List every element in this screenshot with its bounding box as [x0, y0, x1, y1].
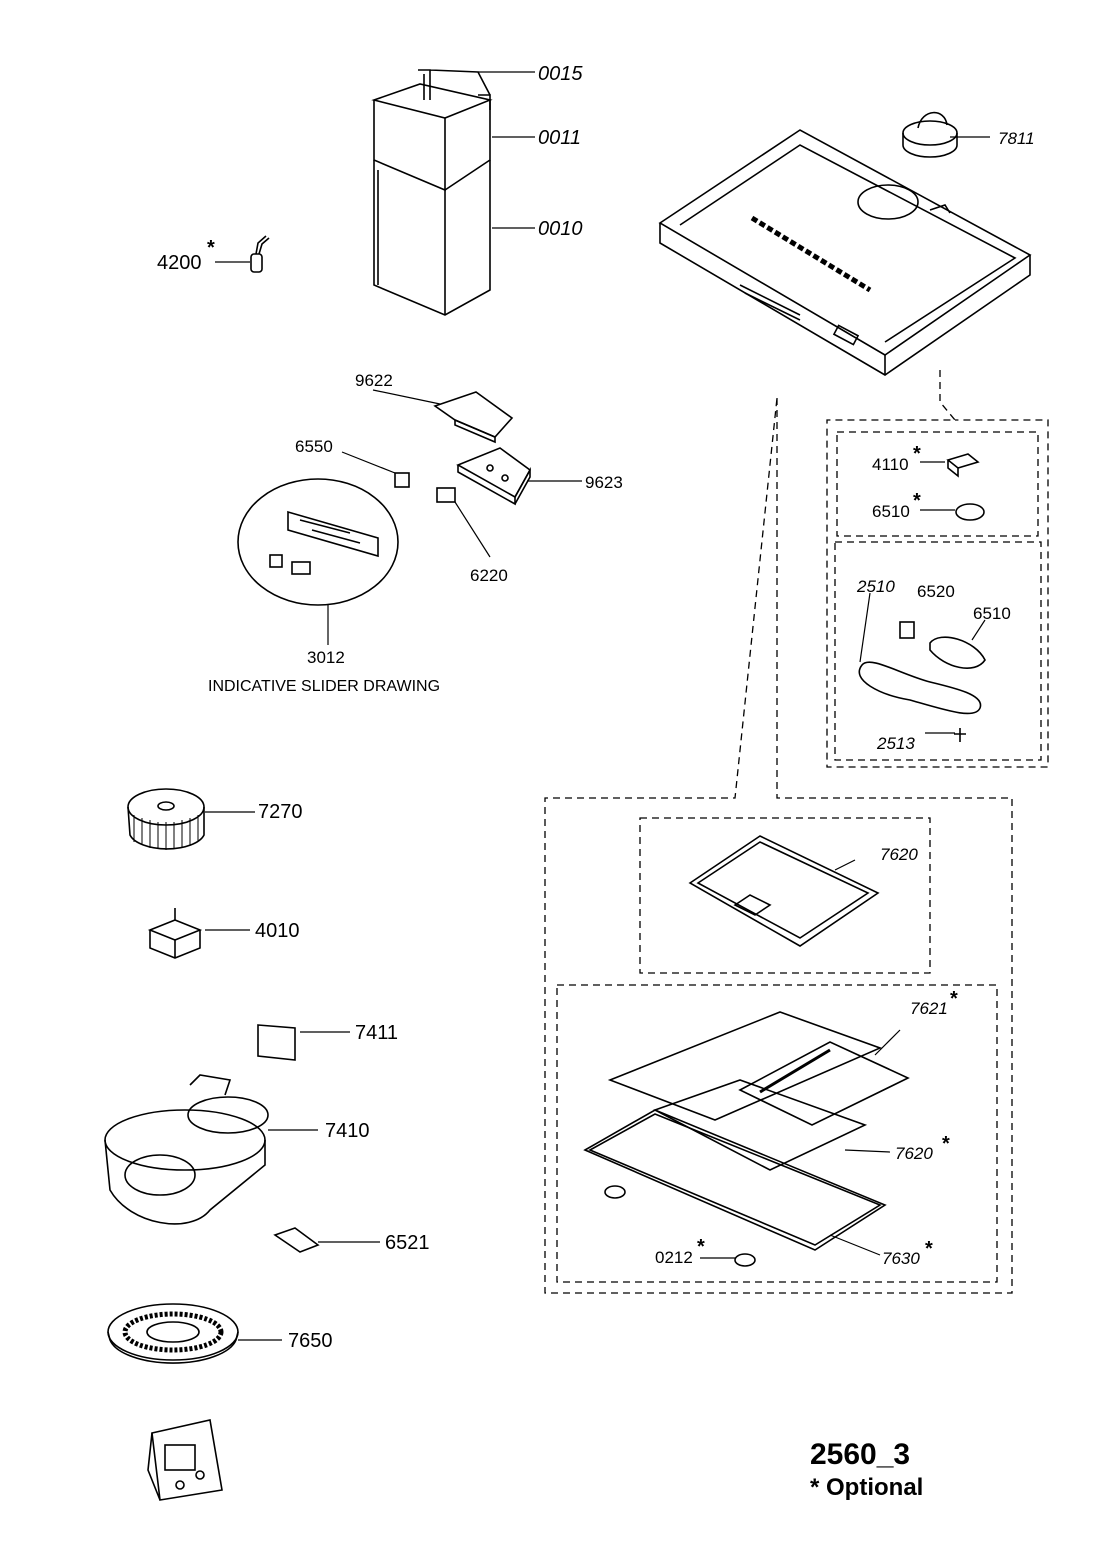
part-6521: [273, 1227, 380, 1253]
capacitor-part: [215, 235, 270, 273]
dashed-outlines: [544, 370, 1049, 1294]
hood-body: [658, 129, 1032, 376]
label-6510-knob: 6510: [872, 502, 910, 521]
speed-switch: [147, 908, 250, 959]
motor-housing: [104, 1074, 318, 1225]
label-0212: 0212: [655, 1248, 693, 1267]
optional-legend: * Optional: [810, 1474, 924, 1501]
optional-star: *: [697, 1236, 705, 1258]
carbon-filter: [107, 1303, 282, 1364]
screw-bag: [147, 1419, 223, 1501]
label-7620-sheet: 7620: [895, 1144, 933, 1163]
optional-star: *: [913, 490, 921, 512]
optional-star: *: [950, 988, 958, 1010]
optional-star: *: [913, 443, 921, 465]
switch-6220: [436, 487, 491, 558]
label-4110: 4110: [872, 455, 909, 474]
grease-filter-frame: [688, 835, 880, 947]
label-7410: 7410: [325, 1120, 370, 1142]
label-6521: 6521: [385, 1232, 430, 1254]
label-9623: 9623: [585, 473, 623, 492]
optional-star: *: [925, 1238, 933, 1260]
label-6510-bulb: 6510: [973, 604, 1011, 623]
label-7811: 7811: [998, 129, 1035, 148]
bracket-7411: [257, 1024, 350, 1061]
label-4200: 4200: [157, 252, 202, 274]
part-6510-knob: [920, 503, 985, 521]
label-9622: 9622: [355, 371, 393, 390]
lamp-assembly: [858, 592, 986, 742]
control-cover: [372, 389, 514, 444]
label-6520: 6520: [917, 582, 955, 601]
optional-star: *: [207, 237, 215, 259]
label-7650: 7650: [288, 1330, 333, 1352]
diagram-code: 2560_3: [810, 1438, 911, 1471]
label-4010: 4010: [255, 920, 300, 942]
label-7620-top: 7620: [880, 845, 918, 864]
slider-detail: [237, 478, 399, 645]
chimney-lower: [373, 160, 491, 316]
switch-6550: [341, 451, 410, 488]
part-4110: [920, 453, 980, 478]
control-board: [456, 447, 582, 506]
label-2513: 2513: [877, 734, 915, 753]
label-7621: 7621: [910, 999, 948, 1018]
label-0015: 0015: [538, 63, 583, 85]
label-6220: 6220: [470, 566, 508, 585]
label-7270: 7270: [258, 801, 303, 823]
label-7630: 7630: [882, 1249, 920, 1268]
label-6550: 6550: [295, 437, 333, 456]
label-0011: 0011: [538, 127, 582, 149]
fan-wheel: [127, 788, 255, 850]
damper-part: [902, 111, 958, 158]
optional-star: *: [942, 1133, 950, 1155]
label-0010: 0010: [538, 218, 583, 240]
label-7411: 7411: [355, 1022, 399, 1044]
chimney-upper: [371, 83, 493, 192]
filter-sheets: [607, 1011, 910, 1171]
filter-tray: [583, 1109, 887, 1267]
label-3012: 3012: [307, 648, 345, 667]
label-2510: 2510: [857, 577, 895, 596]
slider-caption: INDICATIVE SLIDER DRAWING: [208, 678, 441, 695]
